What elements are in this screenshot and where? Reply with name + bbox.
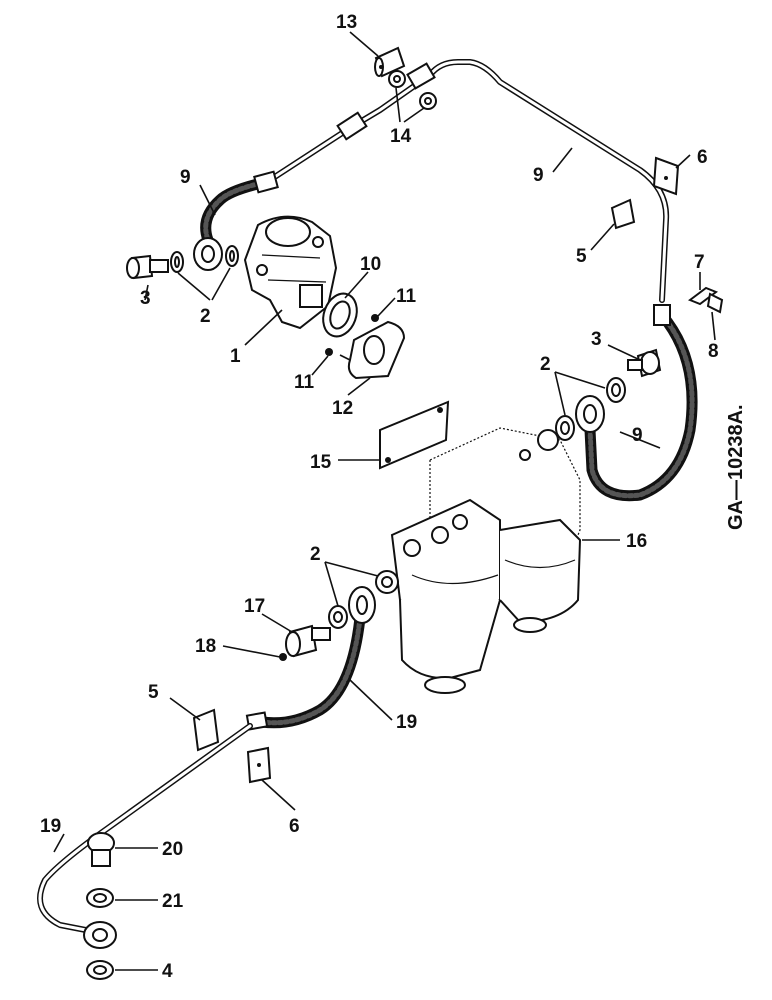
- callout-10: 10: [360, 254, 381, 275]
- callout-6: 6: [697, 147, 708, 168]
- nut-part-11: [371, 314, 379, 322]
- callout-2: 2: [200, 306, 211, 327]
- callout-16: 16: [626, 531, 647, 552]
- pipe-ferrule: [336, 111, 368, 141]
- callout-15: 15: [310, 452, 332, 473]
- callout-12: 12: [332, 398, 353, 419]
- banjo-bolt-part-3: [126, 254, 169, 280]
- callout-11-lower: 11: [294, 372, 315, 393]
- banjo-bolt-part-3b: [627, 348, 662, 378]
- callout-20: 20: [162, 839, 183, 860]
- callout-13: 13: [336, 12, 357, 33]
- callout-17: 17: [244, 596, 265, 617]
- callout-2-right: 2: [540, 354, 551, 375]
- pipe-nut: [406, 62, 436, 90]
- clip-part-5: [610, 198, 636, 230]
- banjo-bolt-part-20: [87, 832, 115, 867]
- gasket-part-10: [322, 292, 358, 338]
- clip-part-5b: [192, 708, 220, 752]
- leader-lines: [53, 31, 716, 971]
- callout-9-upper: 9: [533, 165, 544, 186]
- callout-3-right: 3: [591, 329, 602, 350]
- callout-9-right: 9: [632, 425, 643, 446]
- lower-fuel-pipe: [37, 723, 253, 949]
- callout-2-lower: 2: [310, 544, 321, 565]
- callout-6-lower: 6: [289, 816, 300, 837]
- plate-part-15: [379, 400, 450, 470]
- callout-4: 4: [162, 961, 173, 982]
- sleeve-part-13: [374, 46, 406, 78]
- upper-left-hose: [193, 170, 279, 271]
- fuel-filter-assembly-part-16: [390, 427, 582, 694]
- callout-5: 5: [576, 246, 587, 267]
- callout-9: 9: [180, 167, 191, 188]
- bolt-part-17: [285, 624, 331, 658]
- lift-pump-part-1: [243, 215, 338, 330]
- callout-11: 11: [396, 286, 417, 307]
- callout-8: 8: [708, 341, 719, 362]
- callout-21: 21: [162, 891, 184, 912]
- callout-1: 1: [230, 346, 241, 367]
- spacer-part-12: [339, 320, 406, 380]
- nut-part-11b: [325, 348, 333, 356]
- upper-fuel-pipe: [267, 59, 670, 303]
- callout-14: 14: [390, 126, 412, 147]
- bracket-part-7: [687, 286, 719, 306]
- callout-3: 3: [140, 288, 151, 309]
- drawing-code: GA—10238A.: [725, 404, 747, 530]
- clip-part-8: [706, 292, 724, 314]
- callout-19: 19: [396, 712, 417, 733]
- callout-7: 7: [694, 252, 705, 273]
- callout-18: 18: [195, 636, 216, 657]
- right-hose: [575, 304, 698, 502]
- lower-hose: [245, 586, 376, 731]
- callout-5-lower: 5: [148, 682, 159, 703]
- washer-part-18: [279, 653, 287, 661]
- callout-19-left: 19: [40, 816, 61, 837]
